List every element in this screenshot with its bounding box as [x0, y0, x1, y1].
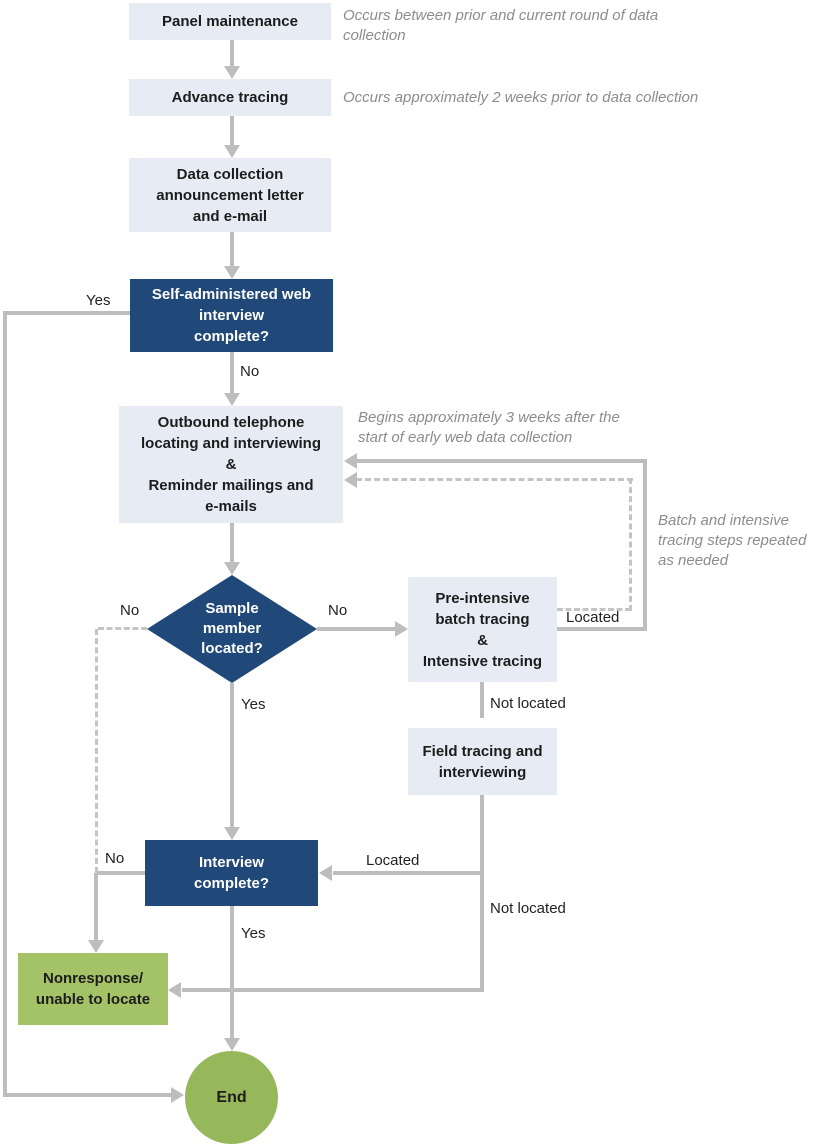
connector-notlocated-to-nonresponse — [182, 988, 484, 992]
connector-outbound-to-diamond — [230, 523, 234, 564]
connector-web-yes-horizontal — [3, 311, 130, 315]
label-interview-yes: Yes — [241, 925, 266, 942]
connector-announcement-to-web — [230, 232, 234, 268]
connector-panel-to-advance — [230, 40, 234, 68]
node-sample-located-decision: Sample member located? — [147, 575, 317, 683]
note-tracing-loop: Batch and intensive tracing steps repeat… — [658, 512, 807, 569]
connector-dashed-loop-horizontal — [356, 478, 633, 481]
label-sample-no-right: No — [328, 602, 348, 619]
node-interview-complete-decision: Interview complete? — [145, 840, 318, 906]
diamond-shape — [147, 575, 317, 683]
connector-interview-no-horizontal — [96, 871, 145, 875]
connector-no-to-nonresponse — [94, 873, 98, 942]
arrowhead-into-outbound — [224, 393, 240, 406]
node-nonresponse: Nonresponse/ unable to locate — [18, 953, 168, 1025]
node-end: End — [185, 1051, 278, 1144]
arrowhead-dashed-into-outbound — [344, 472, 357, 488]
connector-web-yes-to-end — [3, 1093, 171, 1097]
connector-preintensive-to-field — [480, 682, 484, 718]
arrowhead-into-diamond — [224, 562, 240, 575]
label-sample-yes: Yes — [241, 696, 266, 713]
arrowhead-into-announcement — [224, 145, 240, 158]
connector-field-down — [480, 795, 484, 990]
connector-dashed-located-stub — [557, 608, 631, 611]
label-sample-no-left: No — [120, 602, 140, 619]
node-outbound-telephone: Outbound telephone locating and intervie… — [119, 406, 343, 523]
connector-diamond-yes-to-interview — [230, 683, 234, 828]
note-advance-tracing: Occurs approximately 2 weeks prior to da… — [343, 89, 699, 106]
node-field-tracing: Field tracing and interviewing — [408, 728, 557, 795]
label-interview-no: No — [105, 850, 125, 867]
arrowhead-into-web — [224, 266, 240, 279]
connector-dashed-no-left-vertical — [95, 629, 98, 873]
arrowhead-loop-into-outbound — [344, 453, 357, 469]
connector-advance-to-announcement — [230, 116, 234, 147]
node-web-interview-decision: Self-administered web interview complete… — [130, 279, 333, 352]
note-outbound: Begins approximately 3 weeks after the s… — [358, 409, 620, 446]
arrowhead-into-nonresponse-right — [168, 982, 181, 998]
connector-dashed-diamond-no-left — [98, 627, 147, 630]
label-field-not-located: Not located — [490, 900, 566, 917]
connector-diamond-no-right — [317, 627, 397, 631]
arrowhead-into-nonresponse-top — [88, 940, 104, 953]
arrowhead-into-advance — [224, 66, 240, 79]
label-web-no: No — [240, 363, 260, 380]
connector-web-no-to-outbound — [230, 352, 234, 395]
label-web-yes: Yes — [86, 292, 111, 309]
label-field-located: Located — [366, 852, 420, 869]
label-batch-located: Located — [566, 609, 620, 626]
node-pre-intensive-tracing: Pre-intensive batch tracing & Intensive … — [408, 577, 557, 682]
arrowhead-into-preintensive — [395, 621, 408, 637]
connector-located-loop-vertical — [643, 459, 647, 629]
connector-located-loop-bottom — [557, 627, 647, 631]
arrowhead-into-end-top — [224, 1038, 240, 1051]
connector-dashed-loop-vertical — [629, 478, 632, 611]
node-announcement: Data collection announcement letter and … — [129, 158, 331, 232]
label-batch-not-located: Not located — [490, 695, 566, 712]
connector-web-yes-vertical — [3, 311, 7, 1097]
note-panel-maintenance: Occurs between prior and current round o… — [343, 7, 659, 44]
connector-field-located — [333, 871, 483, 875]
arrowhead-into-interview — [224, 827, 240, 840]
connector-interview-yes-to-end — [230, 906, 234, 1039]
connector-located-loop-top — [356, 459, 647, 463]
node-panel-maintenance: Panel maintenance — [129, 3, 331, 40]
arrowhead-located-into-interview — [319, 865, 332, 881]
diamond-label: Sample member located? — [201, 600, 263, 657]
arrowhead-into-end-left — [171, 1087, 184, 1103]
node-advance-tracing: Advance tracing — [129, 79, 331, 116]
